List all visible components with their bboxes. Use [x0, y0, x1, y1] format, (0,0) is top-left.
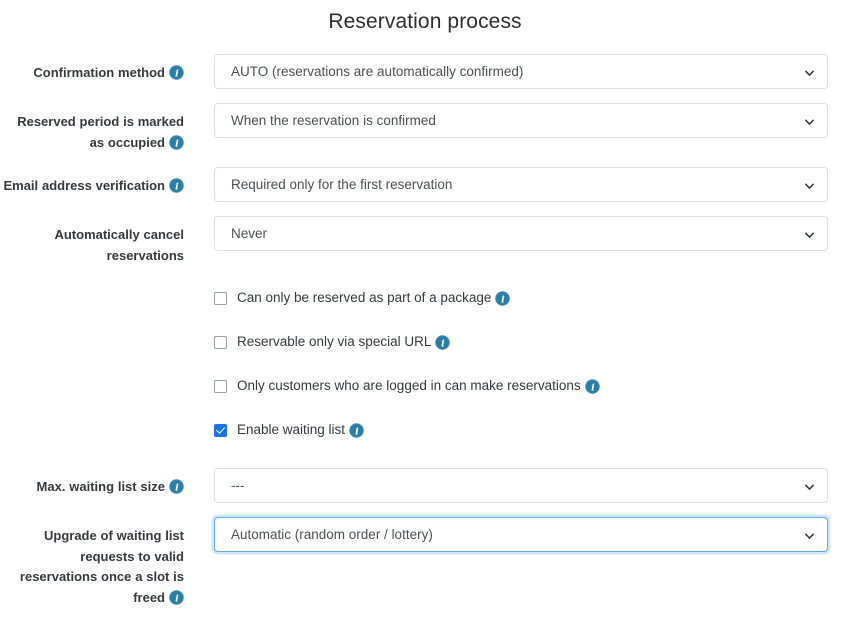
info-circle-icon[interactable]: i — [584, 378, 600, 394]
label-text: Automatically cancel reservations — [54, 227, 184, 263]
info-circle-icon[interactable]: i — [169, 589, 184, 605]
select-email-address-verification[interactable]: Required only for the first reservation — [214, 167, 828, 202]
checkbox-only-customers-who-are-logged-in-can-make-reservations[interactable] — [214, 379, 227, 393]
svg-text:i: i — [175, 138, 179, 149]
page-title: Reservation process — [328, 10, 522, 33]
form-row-automatically-cancel-reservations: Automatically cancel reservations Never — [0, 216, 850, 266]
svg-text:i: i — [175, 181, 179, 192]
checkbox-label: Can only be reserved as part of a packag… — [237, 290, 492, 305]
select-confirmation-method[interactable]: AUTO (reservations are automatically con… — [214, 54, 828, 89]
chevron-down-icon — [804, 179, 815, 190]
field-automatically-cancel-reservations: Never — [184, 216, 850, 251]
svg-text:i: i — [175, 68, 179, 79]
info-circle-icon[interactable]: i — [169, 65, 184, 80]
select-value: --- — [231, 477, 245, 493]
select-upgrade-of-waiting-list-requests[interactable]: Automatic (random order / lottery) — [214, 517, 828, 552]
label-text: Upgrade of waiting list requests to vali… — [19, 528, 184, 605]
info-circle-icon[interactable]: i — [169, 178, 184, 193]
select-automatically-cancel-reservations[interactable]: Never — [214, 216, 828, 251]
group-spacer — [0, 454, 850, 468]
label-email-address-verification: Email address verification i — [0, 167, 184, 197]
form-row-email-address-verification: Email address verification i Required onl… — [0, 167, 850, 202]
select-value: When the reservation is confirmed — [231, 112, 436, 128]
form-row-checkbox-group: Can only be reserved as part of a packag… — [0, 280, 850, 440]
svg-text:i: i — [591, 382, 595, 393]
info-circle-icon[interactable]: i — [169, 479, 184, 494]
checkbox-can-only-be-reserved-as-part-of-a-package[interactable] — [214, 291, 227, 305]
label-text: Max. waiting list size — [36, 479, 165, 494]
select-value: Never — [231, 225, 268, 241]
checkbox-row-enable-waiting-list[interactable]: Enable waiting list i — [214, 420, 828, 440]
chevron-down-icon — [804, 66, 815, 77]
select-value: Automatic (random order / lottery) — [231, 526, 433, 542]
field-reserved-period-marked-as-occupied: When the reservation is confirmed — [184, 103, 850, 138]
svg-text:i: i — [175, 482, 179, 493]
checkbox-row-only-customers-who-are-logged-in-can-make-reservations[interactable]: Only customers who are logged in can mak… — [214, 376, 828, 396]
label-upgrade-of-waiting-list-requests: Upgrade of waiting list requests to vali… — [0, 517, 184, 608]
info-circle-icon[interactable]: i — [169, 134, 184, 150]
label-checkbox-group-empty — [0, 280, 184, 289]
reservation-process-form: Confirmation method i AUTO (reservations … — [0, 36, 850, 608]
chevron-down-icon — [804, 228, 815, 239]
label-max-waiting-list-size: Max. waiting list size i — [0, 468, 184, 498]
info-circle-icon[interactable]: i — [349, 422, 364, 438]
chevron-down-icon — [804, 529, 815, 540]
chevron-down-icon — [804, 115, 815, 126]
checkbox-reservable-only-via-special-url[interactable] — [214, 335, 227, 349]
label-text: Reserved period is marked as occupied — [17, 114, 184, 150]
form-row-max-waiting-list-size: Max. waiting list size i --- — [0, 468, 850, 503]
checkbox-row-can-only-be-reserved-as-part-of-a-package[interactable]: Can only be reserved as part of a packag… — [214, 288, 828, 308]
checkbox-label: Reservable only via special URL — [237, 334, 432, 349]
form-row-confirmation-method: Confirmation method i AUTO (reservations … — [0, 54, 850, 89]
chevron-down-icon — [804, 480, 815, 491]
select-value: Required only for the first reservation — [231, 176, 453, 192]
svg-text:i: i — [441, 338, 445, 349]
label-confirmation-method: Confirmation method i — [0, 54, 184, 84]
svg-text:i: i — [502, 294, 506, 305]
svg-text:i: i — [355, 426, 359, 437]
checkbox-label: Enable waiting list — [237, 422, 346, 437]
checkbox-label: Only customers who are logged in can mak… — [237, 378, 581, 393]
label-automatically-cancel-reservations: Automatically cancel reservations — [0, 216, 184, 266]
info-circle-icon[interactable]: i — [435, 334, 451, 350]
select-reserved-period-marked-as-occupied[interactable]: When the reservation is confirmed — [214, 103, 828, 138]
field-upgrade-of-waiting-list-requests: Automatic (random order / lottery) — [184, 517, 850, 552]
select-value: AUTO (reservations are automatically con… — [231, 63, 524, 79]
label-text: Email address verification — [3, 178, 165, 193]
field-email-address-verification: Required only for the first reservation — [184, 167, 850, 202]
checkbox-enable-waiting-list[interactable] — [214, 423, 227, 437]
form-row-upgrade-of-waiting-list-requests: Upgrade of waiting list requests to vali… — [0, 517, 850, 608]
info-circle-icon[interactable]: i — [495, 290, 511, 306]
checkbox-row-reservable-only-via-special-url[interactable]: Reservable only via special URL i — [214, 332, 828, 352]
checkbox-group: Can only be reserved as part of a packag… — [184, 280, 850, 440]
svg-text:i: i — [175, 593, 179, 604]
field-max-waiting-list-size: --- — [184, 468, 850, 503]
select-max-waiting-list-size[interactable]: --- — [214, 468, 828, 503]
label-text: Confirmation method — [33, 65, 165, 80]
field-confirmation-method: AUTO (reservations are automatically con… — [184, 54, 850, 89]
